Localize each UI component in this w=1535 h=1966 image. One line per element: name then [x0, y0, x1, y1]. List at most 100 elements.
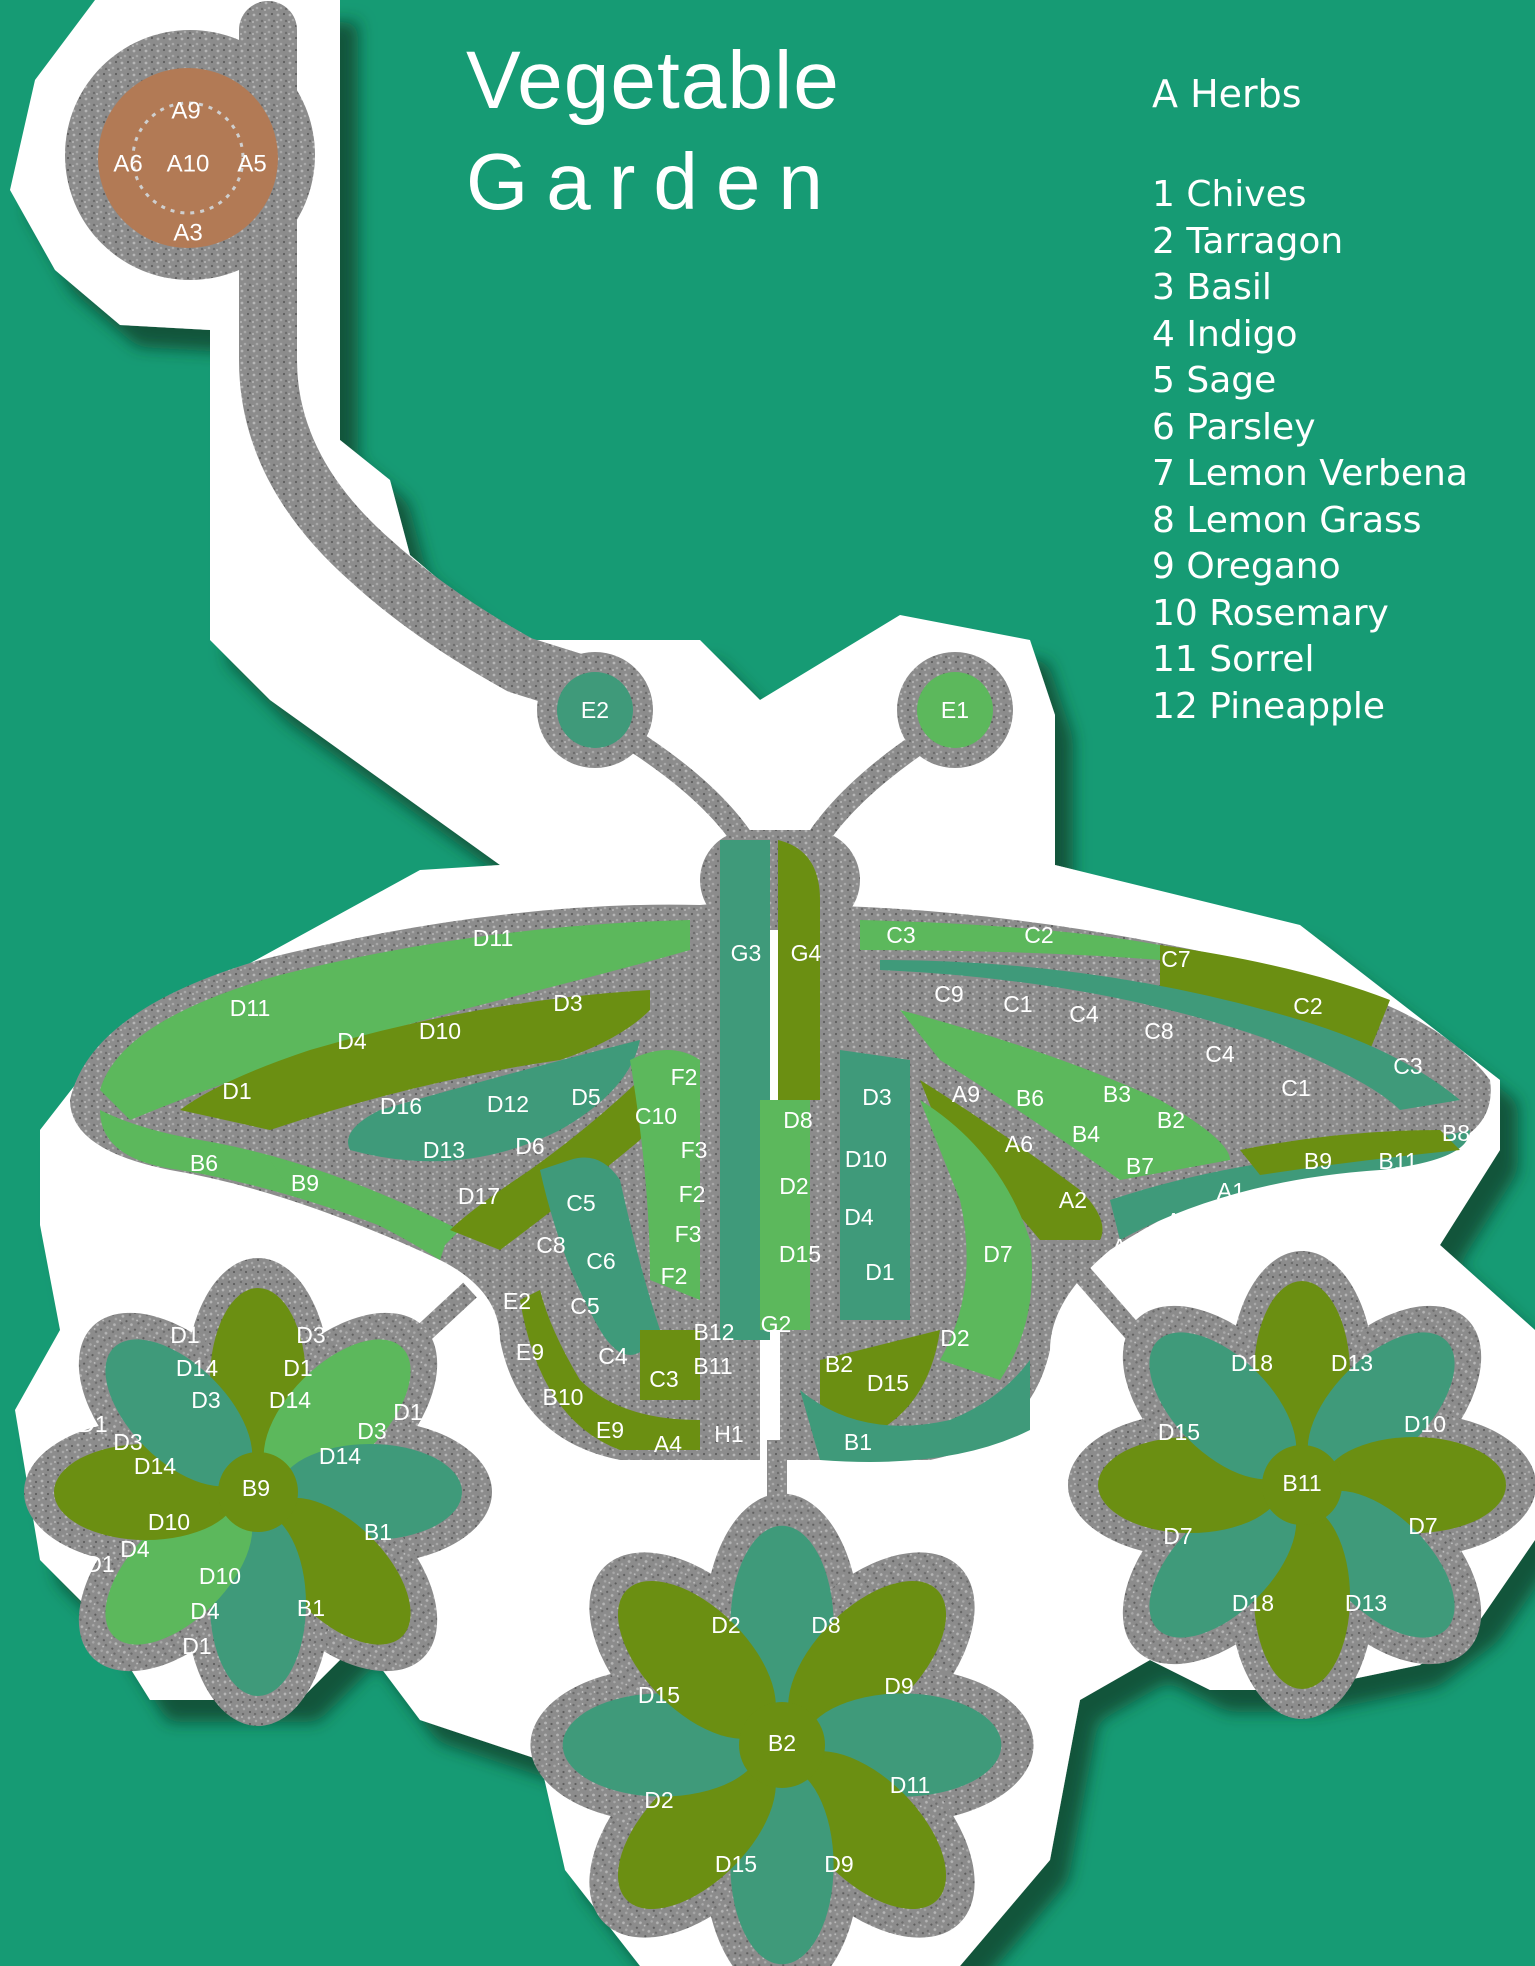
bed-label: D3 — [553, 990, 582, 1016]
bed-label: C1 — [1003, 991, 1032, 1017]
legend-item: 1 Chives — [1152, 172, 1468, 219]
bed-label: E9 — [596, 1417, 624, 1443]
bed-label: B7 — [1126, 1153, 1154, 1179]
bed-label: D15 — [779, 1241, 821, 1267]
bed-label: D9 — [884, 1673, 913, 1699]
bed-label: A5 — [1112, 1234, 1140, 1260]
bed-label: D5 — [571, 1084, 600, 1110]
bed-label: D3 — [357, 1418, 386, 1444]
bed-label: D3 — [862, 1084, 891, 1110]
bed-label: C4 — [1205, 1041, 1235, 1067]
bed-label: A9 — [952, 1081, 980, 1107]
bed-label: D15 — [1158, 1419, 1200, 1445]
bed-label: D14 — [319, 1443, 361, 1469]
legend-item: 4 Indigo — [1152, 312, 1468, 359]
bed-label: A2 — [1059, 1187, 1087, 1213]
bed-label: H1 — [714, 1421, 743, 1447]
bed-label: A10 — [167, 150, 210, 177]
bed-label: C1 — [1281, 1075, 1310, 1101]
bed-label: F3 — [681, 1137, 708, 1163]
bed-label: D1 — [393, 1399, 422, 1425]
bed-label: D15 — [638, 1682, 680, 1708]
bed-label: B1 — [844, 1429, 872, 1455]
bed-label: F3 — [675, 1221, 702, 1247]
bed-label: D12 — [487, 1091, 529, 1117]
bed-label: D4 — [120, 1536, 150, 1562]
bed-label: D4 — [337, 1028, 367, 1054]
bed-label: B6 — [1016, 1085, 1044, 1111]
bed-label: B2 — [825, 1351, 853, 1377]
legend-item: 10 Rosemary — [1152, 591, 1468, 638]
bed-label: B11 — [1282, 1470, 1321, 1496]
bed-label: C8 — [536, 1232, 565, 1258]
bed-label: A5 — [237, 150, 266, 177]
bed-label: D2 — [711, 1612, 740, 1638]
legend-heading: A Herbs — [1152, 72, 1468, 116]
bed-label: C8 — [1144, 1018, 1173, 1044]
bed-label: D8 — [783, 1107, 812, 1133]
bed-label: B11 — [693, 1353, 732, 1379]
bed-label: D4 — [190, 1598, 220, 1624]
bed-label: D10 — [845, 1146, 887, 1172]
bed-label: D18 — [1231, 1350, 1273, 1376]
bed-label: D10 — [199, 1563, 241, 1589]
bed-label: E2 — [503, 1288, 531, 1314]
bed-label: A9 — [171, 97, 200, 124]
bed-label: D10 — [1404, 1411, 1446, 1437]
bed-label: D16 — [380, 1093, 422, 1119]
bed-label: D11 — [473, 925, 514, 951]
bed-label: C3 — [649, 1366, 678, 1392]
bed-label: E9 — [516, 1339, 544, 1365]
bed-label: B2 — [768, 1730, 796, 1756]
bed-label: D9 — [824, 1851, 853, 1877]
bed-label: A6 — [113, 150, 142, 177]
legend-item: 6 Parsley — [1152, 405, 1468, 452]
bed-label: C4 — [598, 1343, 628, 1369]
legend-item: 12 Pineapple — [1152, 684, 1468, 731]
bed-label: B9 — [1304, 1148, 1332, 1174]
bed-label: B1 — [364, 1519, 392, 1545]
bed-label: G2 — [761, 1311, 792, 1337]
bed-label: D10 — [419, 1018, 461, 1044]
bed-label: C10 — [635, 1103, 677, 1129]
bed-label: D1 — [78, 1411, 107, 1437]
bed-label: A6 — [1005, 1131, 1033, 1157]
bed-label: C2 — [1293, 993, 1322, 1019]
bed-label: G4 — [791, 940, 822, 966]
bed-label: D1 — [85, 1551, 114, 1577]
page-title-line1: Vegetable — [466, 34, 840, 128]
bed-label: D11 — [230, 995, 271, 1021]
bed-label: D13 — [1331, 1350, 1373, 1376]
bed-label: C5 — [566, 1190, 595, 1216]
bed-label: B3 — [1103, 1081, 1131, 1107]
bed-label: D14 — [134, 1453, 176, 1479]
bed-label: D7 — [1163, 1523, 1192, 1549]
legend-item: 8 Lemon Grass — [1152, 498, 1468, 545]
bed-label: B9 — [291, 1170, 319, 1196]
bed-label: A3 — [1166, 1208, 1194, 1234]
bed-label: F2 — [661, 1263, 688, 1289]
bed-label: D15 — [867, 1370, 909, 1396]
bed-label: A4 — [654, 1431, 682, 1457]
bed-label: B2 — [1157, 1107, 1185, 1133]
bed-label: F2 — [679, 1181, 706, 1207]
bed-label: D1 — [222, 1078, 251, 1104]
legend-item: 11 Sorrel — [1152, 637, 1468, 684]
bed-label: D7 — [983, 1241, 1012, 1267]
legend-item: 7 Lemon Verbena — [1152, 451, 1468, 498]
bed-label: D2 — [779, 1173, 808, 1199]
bed-label: D11 — [890, 1772, 931, 1798]
bed-label: D13 — [423, 1137, 465, 1163]
bed-label: C6 — [586, 1248, 615, 1274]
bed-label: D17 — [458, 1183, 500, 1209]
bed-label: G3 — [731, 940, 762, 966]
bed-label: C5 — [570, 1293, 599, 1319]
legend-item: 9 Oregano — [1152, 544, 1468, 591]
bed-label: C3 — [886, 922, 915, 948]
bed-label: B1 — [297, 1595, 325, 1621]
legend-list: 1 Chives2 Tarragon3 Basil4 Indigo5 Sage6… — [1152, 172, 1468, 730]
bed-label: D7 — [1408, 1513, 1437, 1539]
bed-label: A1 — [1217, 1178, 1245, 1204]
page-title-line2: Garden — [466, 136, 841, 228]
legend-item: 2 Tarragon — [1152, 219, 1468, 266]
